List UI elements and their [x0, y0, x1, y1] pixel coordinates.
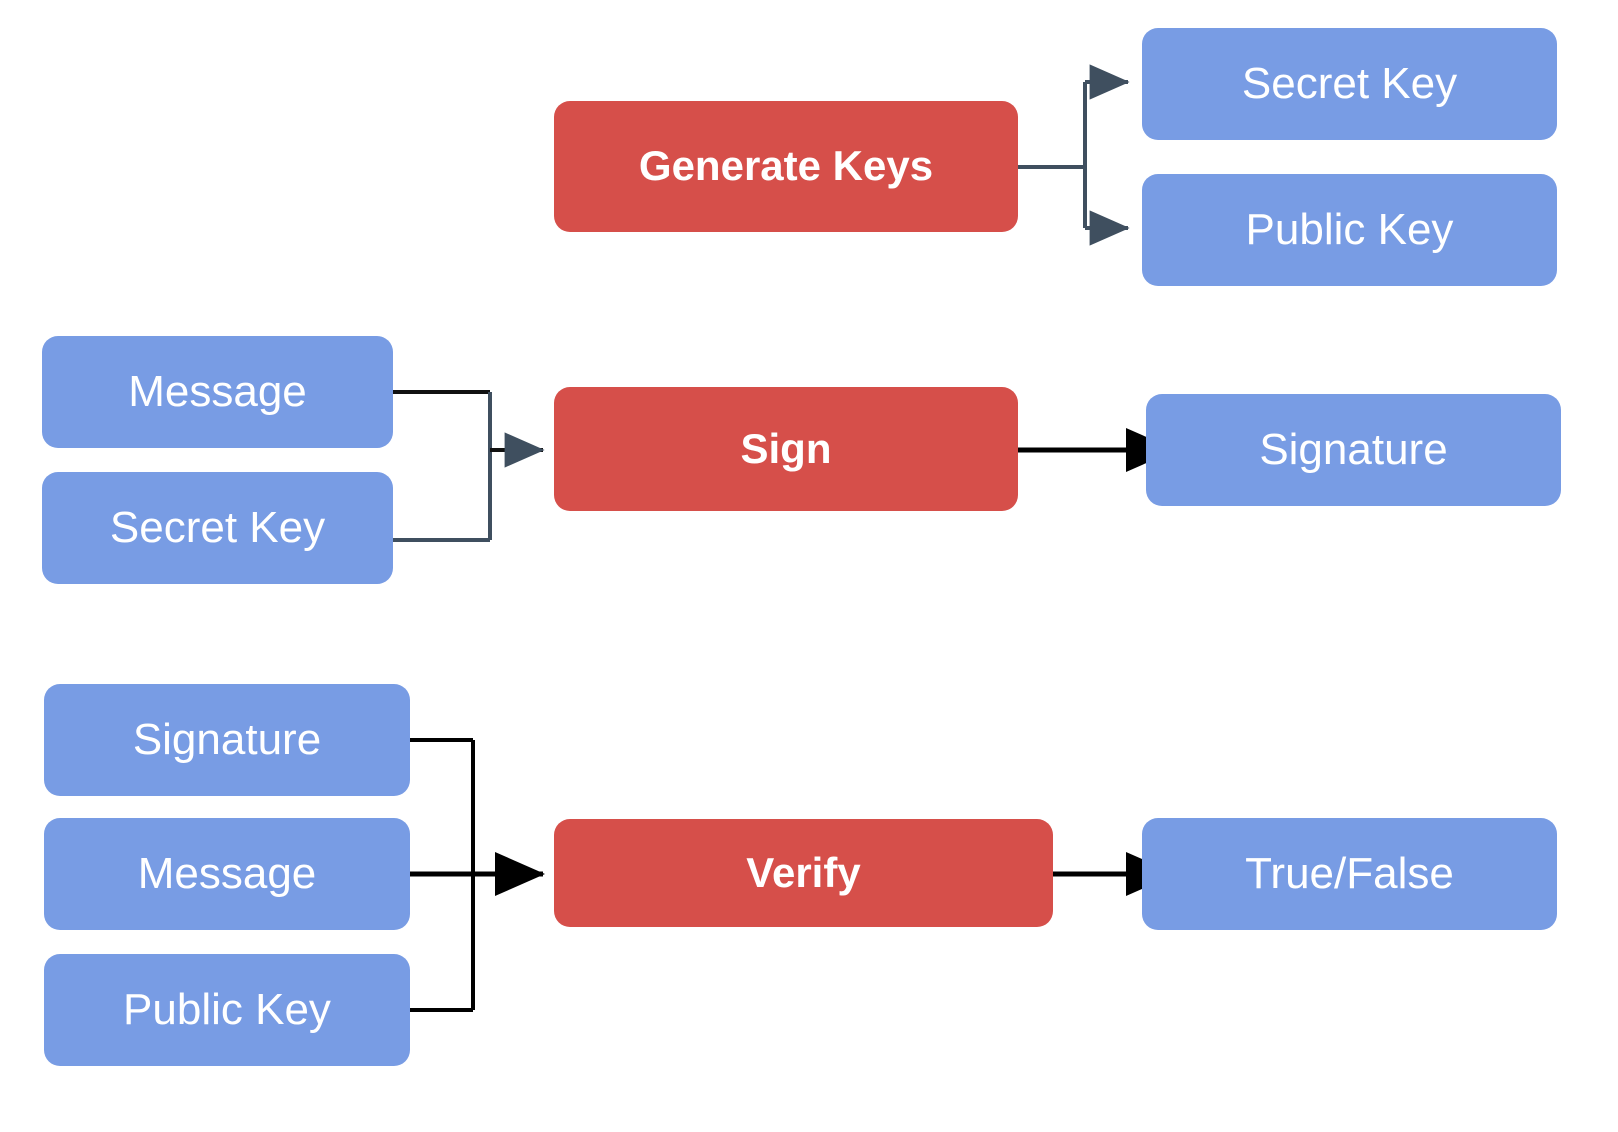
- node-sign-label: Sign: [740, 424, 832, 472]
- node-sign[interactable]: Sign: [554, 387, 1018, 511]
- node-public-key-output-label: Public Key: [1245, 204, 1454, 254]
- node-verify-input-signature-label: Signature: [132, 714, 322, 764]
- node-public-key-output[interactable]: Public Key: [1142, 174, 1557, 286]
- node-secret-key-output[interactable]: Secret Key: [1142, 28, 1557, 140]
- node-verify-input-public-key-label: Public Key: [123, 984, 331, 1034]
- node-verify-label: Verify: [746, 848, 861, 896]
- connector-verify-inputs: [410, 738, 545, 1012]
- node-sign-input-secret-key[interactable]: Secret Key: [42, 472, 393, 584]
- node-generate-keys-label: Generate Keys: [638, 142, 934, 190]
- node-sign-input-message[interactable]: Message: [42, 336, 393, 448]
- node-verify-output-truefalse-label: True/False: [1245, 848, 1454, 898]
- node-verify-input-public-key[interactable]: Public Key: [44, 954, 410, 1066]
- node-verify-input-signature[interactable]: Signature: [44, 684, 410, 796]
- connector-generatekeys-fork: [1018, 64, 1130, 246]
- node-generate-keys[interactable]: Generate Keys: [554, 101, 1018, 232]
- connector-sign-inputs: [393, 390, 545, 542]
- node-secret-key-output-label: Secret Key: [1241, 58, 1458, 108]
- node-verify[interactable]: Verify: [554, 819, 1053, 927]
- node-sign-output-signature[interactable]: Signature: [1146, 394, 1561, 506]
- node-sign-output-signature-label: Signature: [1259, 424, 1448, 474]
- node-verify-input-message-label: Message: [137, 848, 317, 898]
- node-verify-output-truefalse[interactable]: True/False: [1142, 818, 1557, 930]
- node-verify-input-message[interactable]: Message: [44, 818, 410, 930]
- node-sign-input-message-label: Message: [128, 366, 307, 416]
- node-sign-input-secret-key-label: Secret Key: [109, 502, 326, 552]
